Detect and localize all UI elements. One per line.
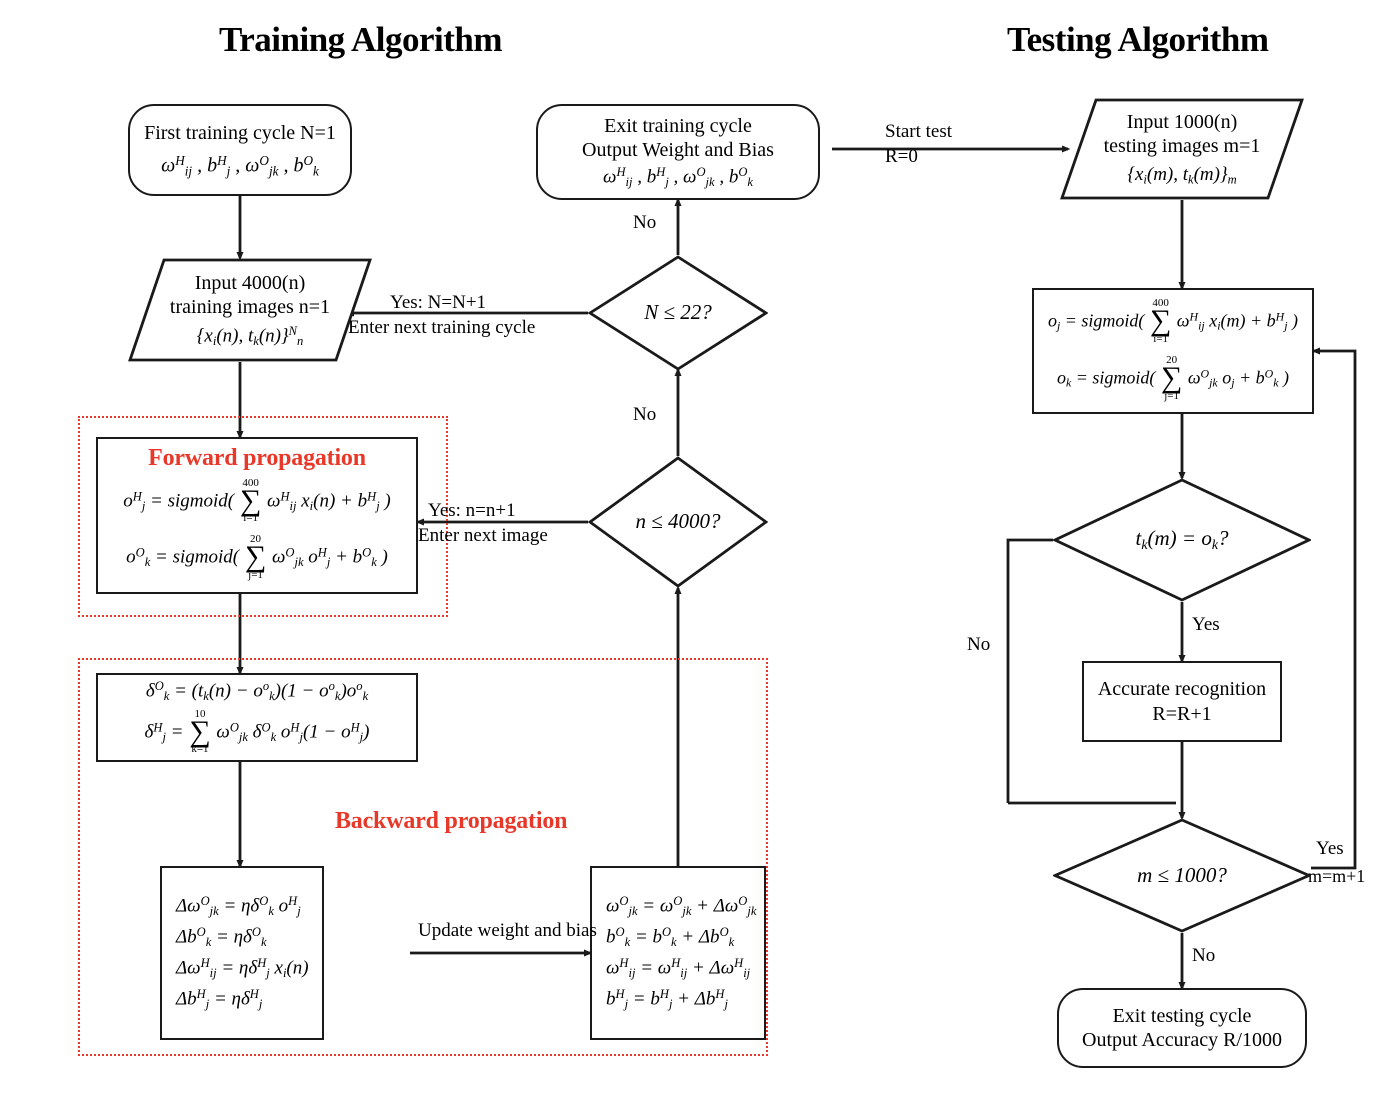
node-exit-testing-cycle[interactable]: Exit testing cycle Output Accuracy R/100… — [1057, 988, 1307, 1068]
node-testing-forward-pass[interactable]: oj = sigmoid( 400∑i=1 ωHij xi(m) + bHj )… — [1032, 288, 1314, 414]
node-math: ΔωHij = ηδHj xi(n) — [176, 956, 309, 980]
node-math: ωHij , bHj , ωOjk , bOk — [161, 153, 319, 179]
node-math: bHj = bHj + ΔbHj — [606, 987, 728, 1011]
edge-label-line: No — [633, 212, 657, 233]
edge-label-yes-n: Yes: n=n+1 — [428, 500, 516, 522]
edge-label-yes-m: Yes — [1316, 838, 1344, 860]
node-math: ΔbHj = ηδHj — [176, 987, 263, 1011]
edge-label-line: Yes — [1316, 838, 1344, 859]
node-decision-N-le-22[interactable]: N ≤ 22? — [588, 255, 768, 371]
node-math: δOk = (tk(n) − ook)(1 − ook)ook — [145, 678, 369, 703]
node-line: Output Weight and Bias — [582, 138, 774, 161]
node-math: bOk = bOk + ΔbOk — [606, 924, 735, 949]
edge-label-start-test-sub: R=0 — [885, 146, 918, 168]
node-decision-n-le-4000[interactable]: n ≤ 4000? — [588, 456, 768, 588]
node-math: ωHij = ωHij + ΔωHij — [606, 956, 751, 980]
node-line: training images n=1 — [169, 295, 331, 318]
node-math: m ≤ 1000? — [1137, 862, 1227, 887]
edge-label-line: m=m+1 — [1308, 866, 1366, 886]
edge-label-line: Update weight and bias — [418, 920, 597, 941]
edge-label-line: Yes: N=N+1 — [390, 292, 487, 313]
node-math: ΔωOjk = ηδOk oHj — [176, 893, 301, 918]
edge-label-yes-N: Yes: N=N+1 — [390, 292, 486, 314]
edge-label-line: Yes: n=n+1 — [428, 500, 516, 521]
node-line: testing images m=1 — [1103, 135, 1261, 158]
node-math: ok = sigmoid( 20∑j=1 ωOjk oj + bOk ) — [1056, 354, 1290, 402]
node-math: oOk = sigmoid( 20∑j=1 ωOjk oHj + bOk ) — [126, 533, 388, 581]
node-line: R=R+1 — [1152, 702, 1212, 725]
node-math: n ≤ 4000? — [635, 509, 721, 534]
edge-label-line: R=0 — [885, 146, 918, 167]
edge-label-line: Start test — [885, 121, 953, 142]
edge-label-no-match: No — [967, 634, 990, 656]
node-input-training-images[interactable]: Input 4000(n) training images n=1 {xi(n)… — [128, 258, 372, 362]
node-math: oHj = sigmoid( 400∑i=1 ωHij xi(n) + bHj … — [123, 476, 391, 525]
forward-propagation-heading: Forward propagation — [148, 445, 366, 472]
edge-label-no-m: No — [1192, 945, 1215, 967]
node-delta-weight-updates[interactable]: ΔωOjk = ηδOk oHj ΔbOk = ηδOk ΔωHij = ηδH… — [160, 866, 324, 1040]
edge-label-line: Enter next image — [418, 525, 548, 546]
node-line: Input 1000(n) — [1126, 110, 1238, 133]
edge-label-no-lower: No — [633, 404, 656, 426]
node-math: ΔbOk = ηδOk — [176, 924, 267, 949]
edge-label-line: No — [633, 404, 657, 425]
edge-label-yes-n-sub: Enter next image — [418, 525, 548, 547]
edge-label-update-weight-bias: Update weight and bias — [418, 920, 597, 942]
node-math: {xi(n), tk(n)}Nn — [196, 324, 304, 349]
page-title-testing: Testing Algorithm — [1007, 20, 1269, 59]
edge-label-line: Yes — [1192, 614, 1220, 635]
node-math: ωHij , bHj , ωOjk , bOk — [603, 165, 753, 190]
node-input-testing-images[interactable]: Input 1000(n) testing images m=1 {xi(m),… — [1060, 98, 1304, 200]
node-line: Output Accuracy R/1000 — [1082, 1029, 1282, 1051]
node-line: Exit training cycle — [604, 114, 752, 137]
node-math: N ≤ 22? — [644, 300, 712, 325]
page-title-training: Training Algorithm — [219, 20, 503, 59]
edge-label-no-upper: No — [633, 212, 656, 234]
node-delta-computation[interactable]: δOk = (tk(n) − ook)(1 − ook)ook δHj = 10… — [96, 673, 418, 762]
node-apply-weight-updates[interactable]: ωOjk = ωOjk + ΔωOjk bOk = bOk + ΔbOk ωHi… — [590, 866, 766, 1040]
backward-propagation-heading: Backward propagation — [335, 808, 568, 834]
edge-label-line: No — [967, 634, 991, 655]
node-accurate-recognition[interactable]: Accurate recognition R=R+1 — [1082, 661, 1282, 742]
node-forward-propagation[interactable]: Forward propagation oHj = sigmoid( 400∑i… — [96, 437, 418, 594]
node-exit-training-cycle[interactable]: Exit training cycle Output Weight and Bi… — [536, 104, 820, 200]
edge-label-yes-m-sub: m=m+1 — [1308, 866, 1365, 887]
node-math: δHj = 10∑k=1 ωOjk δOk oHj(1 − oHj) — [144, 707, 370, 756]
node-math: tk(m) = ok? — [1135, 526, 1229, 552]
node-decision-m-le-1000[interactable]: m ≤ 1000? — [1053, 818, 1311, 933]
node-first-training-cycle[interactable]: First training cycle N=1 ωHij , bHj , ωO… — [128, 104, 352, 196]
node-math: ωOjk = ωOjk + ΔωOjk — [606, 893, 757, 918]
node-decision-label-match[interactable]: tk(m) = ok? — [1053, 478, 1311, 602]
edge-label-line: No — [1192, 945, 1216, 966]
edge-label-start-test: Start test — [885, 121, 952, 143]
edge-label-line: Enter next training cycle — [348, 317, 536, 338]
edge-label-yes-match: Yes — [1192, 614, 1220, 636]
edge-label-yes-N-sub: Enter next training cycle — [348, 317, 535, 339]
node-line: Input 4000(n) — [194, 271, 306, 294]
node-line: Accurate recognition — [1097, 678, 1267, 701]
backward-propagation-group-box — [78, 658, 768, 1056]
node-line: Exit testing cycle — [1112, 1004, 1252, 1027]
forward-propagation-group-box — [78, 416, 448, 617]
node-math: oj = sigmoid( 400∑i=1 ωHij xi(m) + bHj ) — [1047, 297, 1299, 345]
node-math: {xi(m), tk(m)}m — [1127, 164, 1237, 187]
node-line: First training cycle N=1 — [144, 121, 336, 144]
